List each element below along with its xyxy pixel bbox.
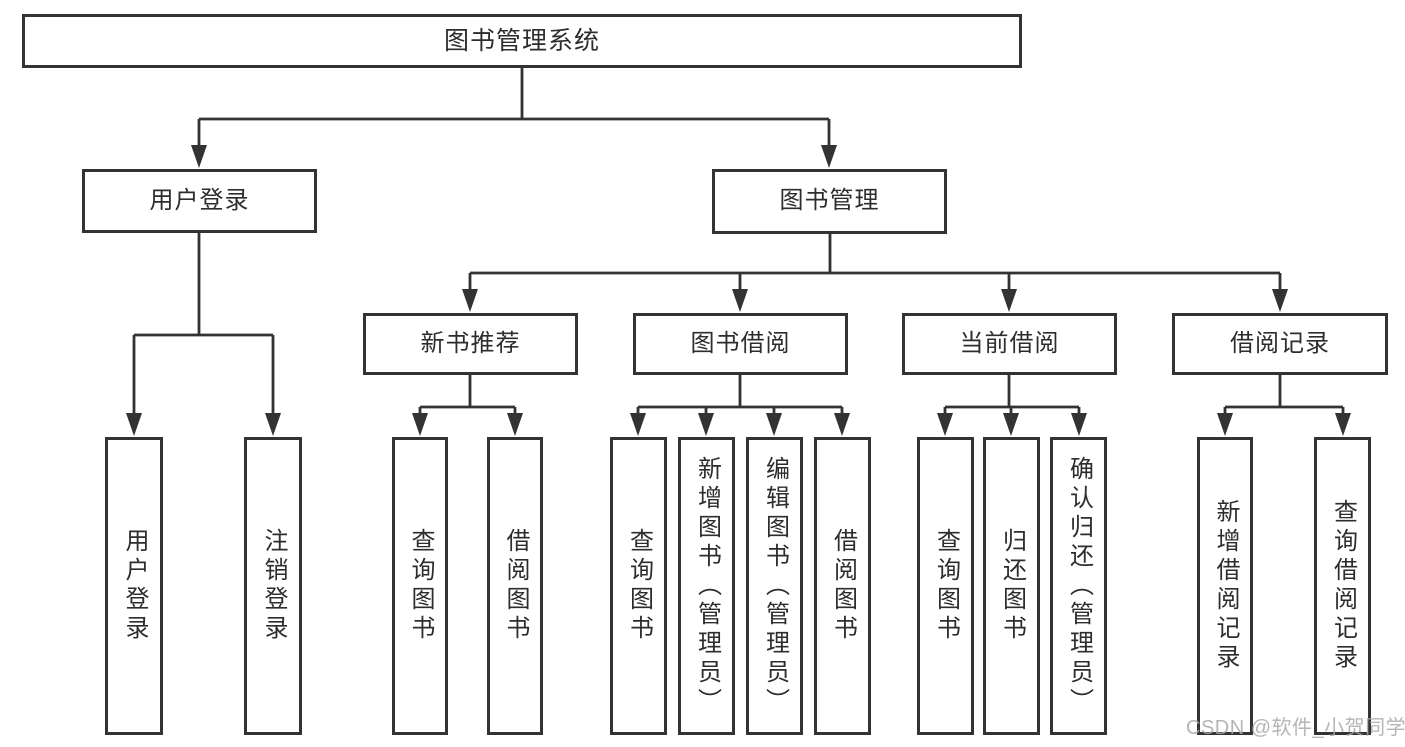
node-label: 查询图书 [932, 528, 960, 644]
csdn-watermark: CSDN @软件_小贺同学 [1186, 717, 1405, 739]
node-label: 用户登录 [121, 528, 148, 644]
node-book-management: 图书管理 [712, 169, 947, 234]
node-label: 新增图书（管理员） [693, 455, 721, 717]
leaf-query-books-borrow: 查询图书 [610, 437, 667, 735]
node-label: 归还图书 [998, 528, 1026, 644]
node-label: 图书管理系统 [443, 27, 600, 55]
node-label: 当前借阅 [959, 329, 1060, 357]
node-library-system: 图书管理系统 [22, 14, 1022, 68]
leaf-query-books-recommend: 查询图书 [392, 437, 448, 735]
node-label: 新书推荐 [420, 329, 521, 357]
leaf-confirm-return-admin: 确认归还（管理员） [1050, 437, 1107, 735]
leaf-logout-login: 注销登录 [244, 437, 302, 735]
node-label: 图书管理 [779, 187, 880, 215]
leaf-edit-book-admin: 编辑图书（管理员） [746, 437, 803, 735]
node-label: 注销登录 [260, 528, 287, 644]
tree-edges [132, 67, 1345, 420]
leaf-borrow-books-recommend: 借阅图书 [487, 437, 543, 735]
leaf-return-books: 归还图书 [983, 437, 1040, 735]
node-label: 借阅图书 [502, 528, 529, 644]
arrowhead-down-icons [126, 145, 1351, 436]
leaf-query-borrow-record: 查询借阅记录 [1314, 437, 1371, 735]
leaf-borrow-books: 借阅图书 [814, 437, 871, 735]
node-label: 借阅图书 [829, 528, 857, 644]
node-label: 查询图书 [407, 528, 434, 644]
node-current-borrow: 当前借阅 [902, 313, 1117, 375]
node-label: 借阅记录 [1230, 329, 1330, 357]
node-label: 确认归还（管理员） [1065, 455, 1093, 717]
leaf-query-books-current: 查询图书 [917, 437, 974, 735]
node-label: 用户登录 [149, 186, 250, 214]
leaf-add-borrow-record: 新增借阅记录 [1197, 437, 1253, 735]
node-book-borrow: 图书借阅 [633, 313, 848, 375]
leaf-add-book-admin: 新增图书（管理员） [678, 437, 735, 735]
leaf-user-login: 用户登录 [105, 437, 163, 735]
node-label: 图书借阅 [690, 329, 791, 357]
node-new-book-recommend: 新书推荐 [363, 313, 578, 375]
node-label: 新增借阅记录 [1212, 499, 1239, 673]
node-label: 查询借阅记录 [1329, 499, 1357, 673]
node-user-login: 用户登录 [82, 169, 317, 233]
node-label: 查询图书 [625, 528, 653, 644]
node-borrow-records: 借阅记录 [1172, 313, 1388, 375]
node-label: 编辑图书（管理员） [761, 455, 789, 717]
